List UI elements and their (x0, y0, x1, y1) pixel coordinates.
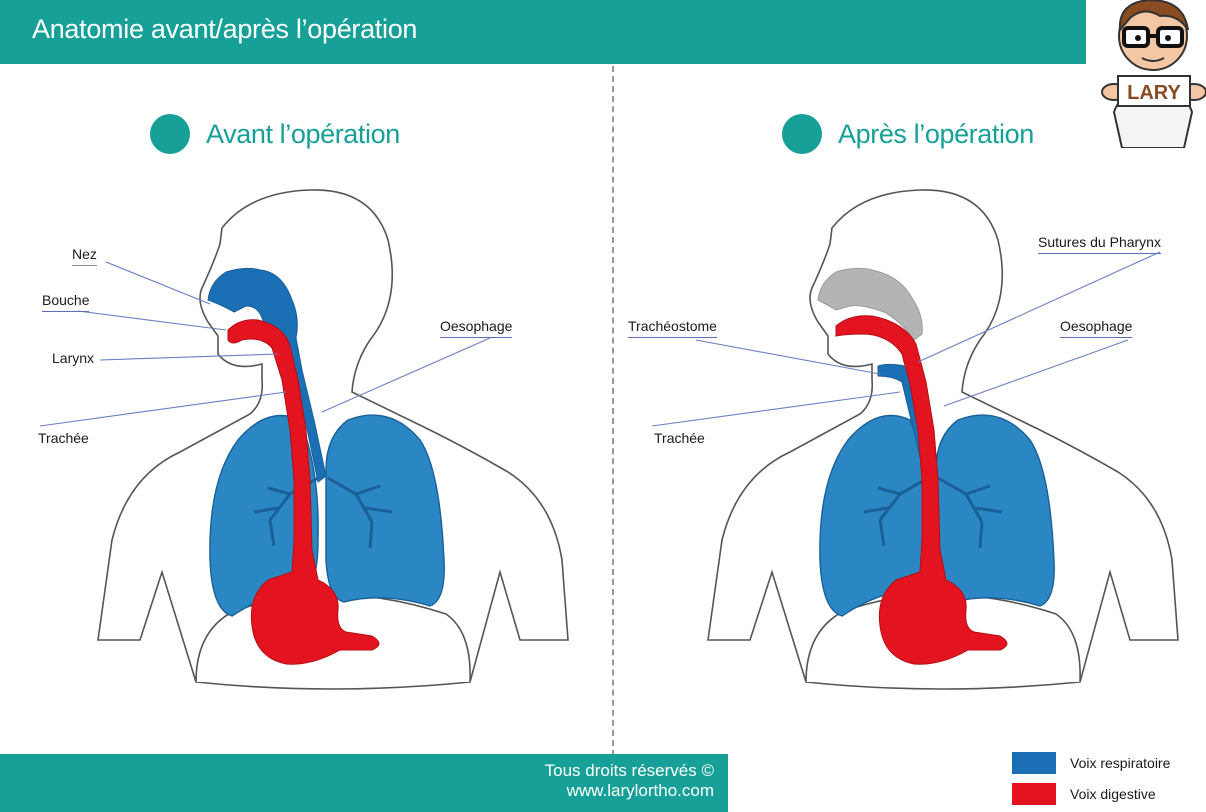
label-oesophage-after: Oesophage (1060, 318, 1132, 338)
footer-bar: Tous droits réservés © www.larylortho.co… (0, 754, 728, 812)
legend-label-respiratory: Voix respiratoire (1070, 755, 1170, 771)
anatomy-after-diagram (0, 0, 1206, 700)
label-sutures-pharynx: Sutures du Pharynx (1038, 234, 1161, 254)
label-nez: Nez (72, 246, 97, 266)
label-oesophage-before: Oesophage (440, 318, 512, 338)
label-trachee-after: Trachée (654, 430, 705, 449)
label-larynx: Larynx (52, 350, 94, 369)
footer-text: Tous droits réservés © www.larylortho.co… (545, 761, 714, 801)
legend-swatch-digestive (1012, 783, 1056, 805)
legend-swatch-respiratory (1012, 752, 1056, 774)
legend-respiratory: Voix respiratoire (1012, 752, 1170, 774)
footer-copyright: Tous droits réservés © (545, 761, 714, 781)
footer-website-link[interactable]: www.larylortho.com (545, 781, 714, 801)
label-tracheostome: Trachéostome (628, 318, 717, 338)
label-trachee-before: Trachée (38, 430, 89, 449)
legend-label-digestive: Voix digestive (1070, 786, 1156, 802)
legend-digestive: Voix digestive (1012, 783, 1156, 805)
label-bouche: Bouche (42, 292, 89, 312)
